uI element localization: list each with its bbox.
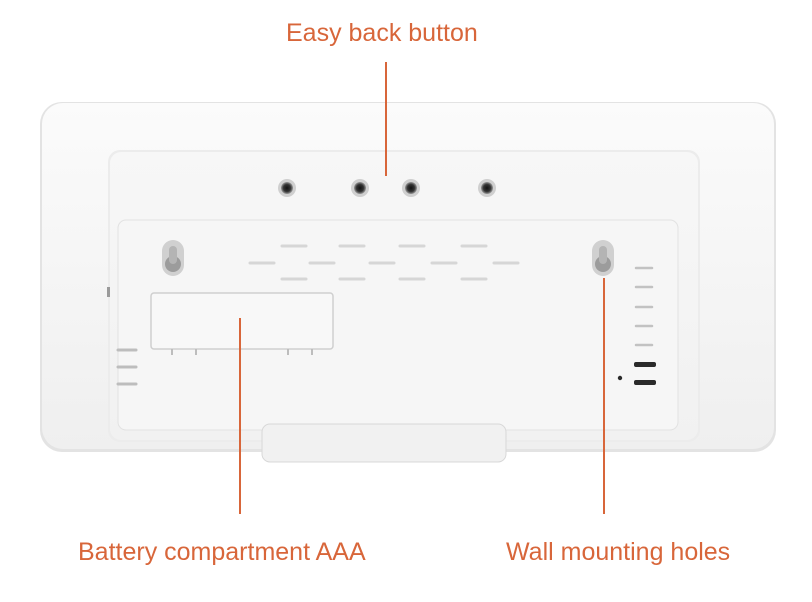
device-body [40, 102, 776, 463]
left-side-slots [116, 348, 138, 386]
keyhole-left [162, 240, 184, 276]
callout-lines [239, 62, 605, 514]
wall-mounting-holes [162, 240, 614, 276]
label-wall-mounting-holes: Wall mounting holes [506, 538, 731, 566]
label-easy-back-button: Easy back button [286, 19, 478, 47]
battery-cover [150, 292, 334, 355]
vent-slots [248, 244, 520, 281]
label-battery-compartment: Battery compartment AAA [78, 538, 366, 566]
back-buttons [278, 179, 496, 197]
keyhole-right [592, 240, 614, 276]
right-side-slots [107, 266, 656, 385]
